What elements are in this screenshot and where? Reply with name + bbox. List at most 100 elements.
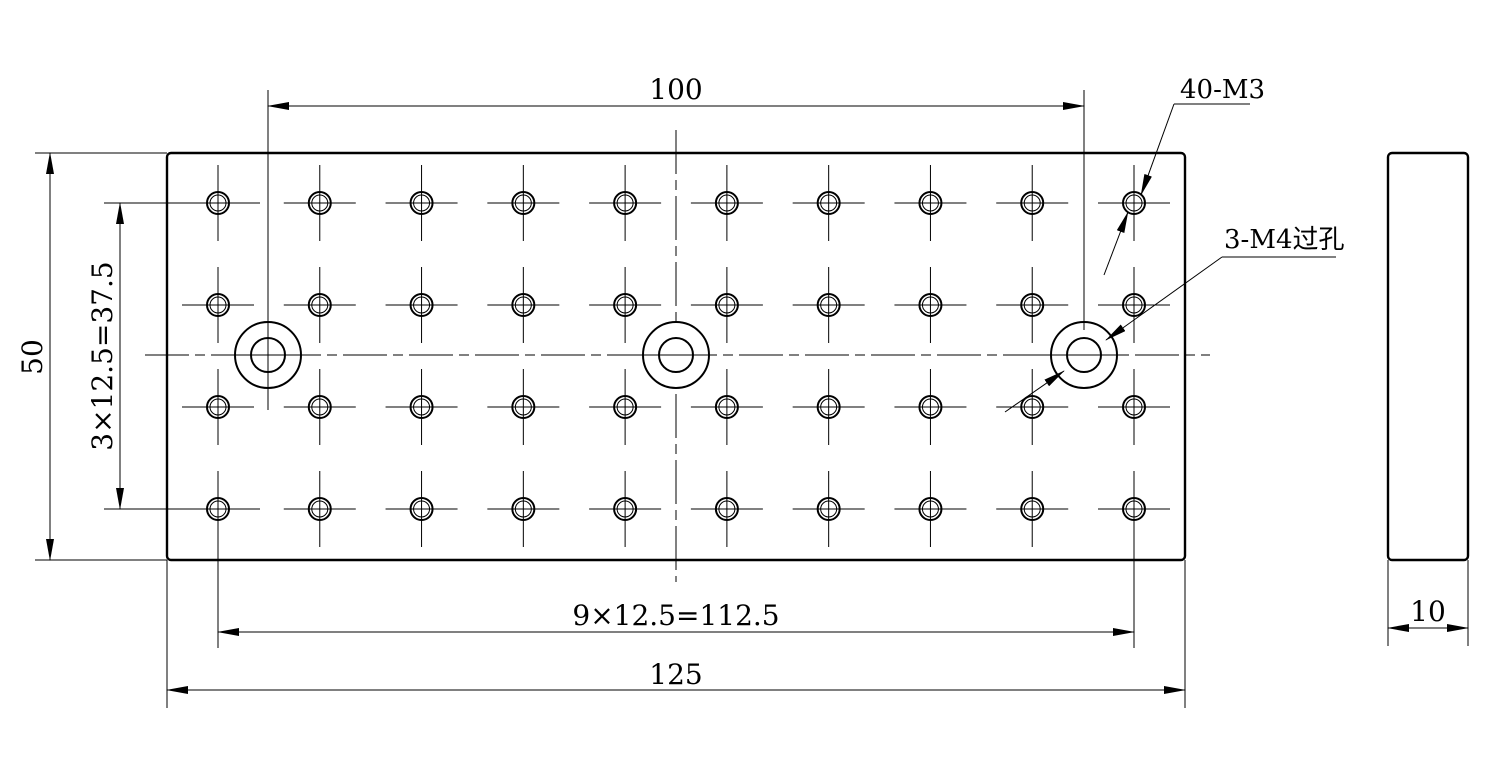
tapped-hole — [792, 369, 865, 445]
tapped-hole — [487, 165, 560, 241]
tapped-hole-inner — [820, 500, 838, 518]
tapped-hole — [283, 369, 356, 445]
tapped-hole-inner — [921, 398, 939, 416]
tapped-hole-outer — [1020, 191, 1045, 215]
tapped-hole-outer — [409, 293, 434, 317]
tapped-hole-outer — [714, 497, 739, 521]
tapped-hole-inner — [514, 296, 532, 314]
tapped-hole — [283, 267, 356, 343]
tapped-hole-inner — [820, 398, 838, 416]
tapped-hole-outer — [206, 395, 230, 419]
tapped-hole-inner — [311, 194, 329, 212]
tapped-hole-outer — [816, 497, 841, 521]
tapped-hole — [792, 267, 865, 343]
tapped-hole-inner — [413, 500, 431, 518]
tapped-hole-outer — [714, 293, 739, 317]
tapped-hole-outer — [307, 293, 332, 317]
tapped-hole-outer — [918, 293, 943, 317]
tapped-hole — [385, 471, 458, 547]
dim-label-100: 100 — [649, 73, 702, 106]
tapped-hole-outer — [511, 497, 536, 521]
leader-m4-upper — [1105, 256, 1223, 341]
through-hole-pattern — [228, 321, 1124, 389]
tapped-hole-inner — [1125, 194, 1143, 212]
tapped-hole-inner — [209, 398, 227, 416]
tapped-hole-inner — [718, 500, 736, 518]
through-hole — [1044, 321, 1124, 389]
tapped-hole-inner — [921, 194, 939, 212]
dim-label-50: 50 — [16, 339, 49, 375]
tapped-hole-outer — [613, 395, 638, 419]
tapped-hole — [385, 369, 458, 445]
tapped-hole-outer — [918, 395, 943, 419]
tapped-hole-outer — [613, 191, 638, 215]
tapped-hole-outer — [714, 395, 739, 419]
plate-side-view — [1386, 151, 1470, 562]
tapped-hole-inner — [718, 296, 736, 314]
tapped-hole-outer — [409, 191, 434, 215]
tapped-hole — [792, 165, 865, 241]
tapped-hole-inner — [616, 194, 634, 212]
tapped-hole-inner — [718, 194, 736, 212]
tapped-hole — [487, 369, 560, 445]
tapped-hole-inner — [921, 296, 939, 314]
tapped-hole-outer — [1020, 293, 1045, 317]
tapped-hole-outer — [918, 497, 943, 521]
tapped-hole — [385, 267, 458, 343]
tapped-hole-inner — [921, 500, 939, 518]
dim-label-cols: 9×12.5=112.5 — [572, 599, 779, 632]
tapped-hole-inner — [1125, 296, 1143, 314]
tapped-hole — [385, 165, 458, 241]
tapped-hole-inner — [514, 398, 532, 416]
tapped-hole — [589, 369, 662, 445]
tapped-hole-inner — [1125, 398, 1143, 416]
tapped-hole-inner — [514, 194, 532, 212]
dim-label-10: 10 — [1410, 595, 1446, 628]
callout-tapped-holes: 40-M3 — [1180, 75, 1265, 105]
tapped-hole-inner — [311, 500, 329, 518]
tapped-hole-inner — [209, 296, 227, 314]
tapped-hole-inner — [1023, 296, 1041, 314]
tapped-hole-outer — [816, 191, 841, 215]
tapped-hole-inner — [311, 398, 329, 416]
callout-through-holes: 3-M4过孔 — [1224, 225, 1345, 255]
tapped-hole — [996, 267, 1069, 343]
tapped-hole — [487, 267, 560, 343]
tapped-hole-inner — [616, 398, 634, 416]
tapped-hole — [589, 471, 662, 547]
tapped-hole-outer — [816, 293, 841, 317]
tapped-hole — [283, 165, 356, 241]
tapped-hole-outer — [511, 293, 536, 317]
tapped-hole-outer — [613, 497, 638, 521]
tapped-hole-outer — [613, 293, 638, 317]
tapped-hole-pattern — [182, 165, 1170, 547]
tapped-hole — [996, 165, 1069, 241]
dim-label-rows: 3×12.5=37.5 — [86, 261, 119, 450]
tapped-hole — [894, 165, 967, 241]
tapped-hole-outer — [1122, 191, 1146, 215]
tapped-hole-inner — [413, 398, 431, 416]
tapped-hole-inner — [514, 500, 532, 518]
tapped-hole — [283, 471, 356, 547]
tapped-hole-inner — [413, 194, 431, 212]
tapped-hole — [182, 267, 254, 343]
tapped-hole-outer — [714, 191, 739, 215]
tapped-hole-inner — [616, 296, 634, 314]
tapped-hole-outer — [409, 395, 434, 419]
tapped-hole-inner — [1023, 500, 1041, 518]
tapped-hole — [589, 267, 662, 343]
through-hole — [636, 321, 716, 389]
tapped-hole — [487, 471, 560, 547]
leader-m4-lower — [1004, 370, 1065, 413]
tapped-hole-outer — [511, 191, 536, 215]
tapped-hole-outer — [1020, 497, 1045, 521]
tapped-hole-inner — [820, 296, 838, 314]
tapped-hole-inner — [1125, 500, 1143, 518]
tapped-hole-outer — [816, 395, 841, 419]
tapped-hole-outer — [1122, 395, 1146, 419]
tapped-hole — [1098, 369, 1170, 445]
tapped-hole — [1098, 165, 1170, 241]
tapped-hole-inner — [820, 194, 838, 212]
tapped-hole — [1098, 267, 1170, 343]
tapped-hole-inner — [1023, 194, 1041, 212]
